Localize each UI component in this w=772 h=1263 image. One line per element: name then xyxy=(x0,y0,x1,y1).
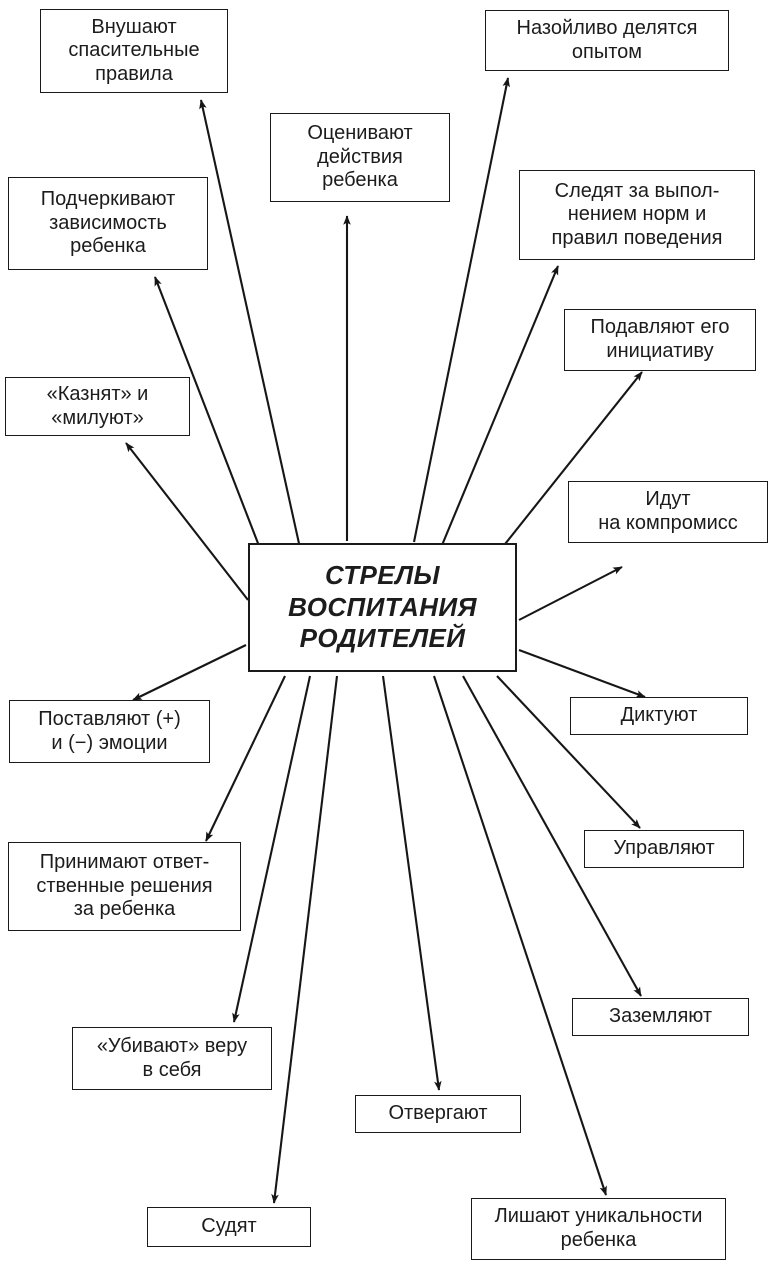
node-sudyat[interactable]: Судят xyxy=(147,1207,311,1247)
node-label: Заземляют xyxy=(608,1005,713,1028)
node-diktuyut[interactable]: Диктуют xyxy=(570,697,748,735)
node-label: Лишают уникальности ребенка xyxy=(494,1205,703,1251)
arrow-to-prinimayut xyxy=(205,675,286,842)
arrow-to-postavlyayut xyxy=(132,644,247,701)
arrow-to-otvergayut xyxy=(381,675,442,1091)
node-postavlyayut[interactable]: Поставляют (+) и (−) эмоции xyxy=(9,700,210,763)
arrow-to-idut xyxy=(518,566,623,621)
node-label: Назойливо делятся опытом xyxy=(516,16,698,63)
arrow-to-ubivayut xyxy=(232,675,312,1023)
node-label: Подавляют его инициативу xyxy=(590,316,730,362)
node-idut[interactable]: Идут на компромисс xyxy=(568,481,768,543)
node-label: Управляют xyxy=(613,837,715,860)
node-label: Подчеркивают зависимость ребенка xyxy=(40,188,176,258)
center-node-strely-vospitaniya-roditeley[interactable]: СТРЕЛЫ ВОСПИТАНИЯ РОДИТЕЛЕЙ xyxy=(248,543,517,672)
node-label: Судят xyxy=(201,1215,257,1238)
node-podavlyayut[interactable]: Подавляют его инициативу xyxy=(564,309,756,371)
node-label: «Убивают» веру в себя xyxy=(96,1034,248,1081)
center-node-label: СТРЕЛЫ ВОСПИТАНИЯ РОДИТЕЛЕЙ xyxy=(288,559,477,654)
node-zazemlyayut[interactable]: Заземляют xyxy=(572,998,749,1036)
node-label: Следят за выпол- нением норм и правил по… xyxy=(551,179,723,249)
node-sledyat[interactable]: Следят за выпол- нением норм и правил по… xyxy=(519,170,755,260)
arrow-to-kaznyat xyxy=(125,442,249,601)
node-podcherkivayut[interactable]: Подчеркивают зависимость ребенка xyxy=(8,177,208,270)
node-ubivayut[interactable]: «Убивают» веру в себя xyxy=(72,1027,272,1090)
node-label: Диктуют xyxy=(620,704,698,727)
arrow-to-sledyat xyxy=(439,265,559,551)
node-ocenivayut[interactable]: Оценивают действия ребенка xyxy=(270,113,450,202)
node-label: Идут на компромисс xyxy=(598,488,738,534)
node-label: Оценивают действия ребенка xyxy=(307,122,413,192)
node-otvergayut[interactable]: Отвергают xyxy=(355,1095,521,1133)
node-label: Внушают спасительные правила xyxy=(68,15,200,85)
node-lishayut[interactable]: Лишают уникальности ребенка xyxy=(471,1198,726,1260)
node-label: Поставляют (+) и (−) эмоции xyxy=(38,707,181,754)
node-label: Отвергают xyxy=(388,1102,488,1125)
node-label: Принимают ответ- ственные решения за реб… xyxy=(36,851,213,921)
node-upravlyayut[interactable]: Управляют xyxy=(584,830,744,868)
node-prinimayut[interactable]: Принимают ответ- ственные решения за реб… xyxy=(8,842,241,931)
arrow-to-diktuyut xyxy=(518,649,646,698)
node-kaznyat[interactable]: «Казнят» и «милуют» xyxy=(5,377,190,436)
node-nazoylivo[interactable]: Назойливо делятся опытом xyxy=(485,10,729,71)
node-label: «Казнят» и «милуют» xyxy=(46,382,149,429)
node-vnushayut[interactable]: Внушают спасительные правила xyxy=(40,9,228,93)
arrow-to-sudyat xyxy=(271,675,339,1204)
